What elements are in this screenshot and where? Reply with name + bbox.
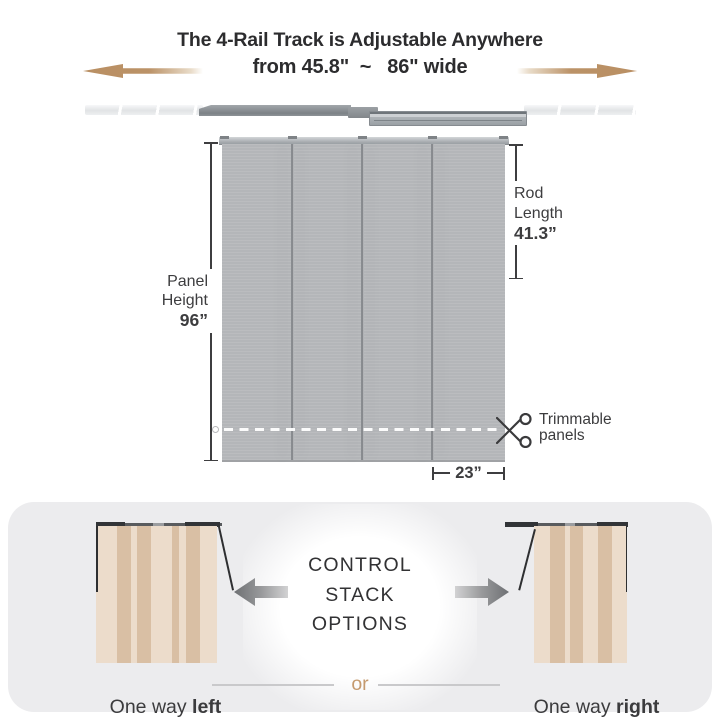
left-direction-arrow-icon bbox=[234, 578, 288, 606]
one-way-right-label: One way right bbox=[512, 673, 660, 720]
trim-dashed-line bbox=[224, 428, 503, 431]
heading-line1: CONTROL bbox=[308, 554, 412, 576]
dim-line-segment bbox=[210, 333, 212, 460]
heading-line3: OPTIONS bbox=[311, 613, 409, 635]
title-line-2: from 45.8" ~ 86" wide bbox=[252, 56, 468, 78]
dim-cap bbox=[508, 277, 523, 280]
label-divider-line-right bbox=[378, 684, 500, 686]
stack-carrier bbox=[96, 521, 125, 527]
panel-height-label-line1: Panel bbox=[167, 273, 208, 290]
one-way-right-emphasis: right bbox=[616, 696, 660, 718]
rod-length-label-line2: Length bbox=[514, 204, 563, 222]
control-stack-heading: CONTROL STACK OPTIONS bbox=[255, 551, 465, 640]
rail-tab bbox=[358, 136, 367, 139]
one-way-right-prefix: One way bbox=[533, 696, 617, 718]
stack-carrier bbox=[505, 521, 538, 527]
panel-height-label-line2: Height bbox=[161, 292, 208, 309]
panel-width-dimension: 23” bbox=[432, 463, 506, 482]
track-telescoping-rail bbox=[369, 111, 527, 126]
panel-height-label: Panel Height 96” bbox=[118, 272, 208, 330]
track-groove bbox=[374, 120, 522, 121]
fabric-panels bbox=[222, 144, 505, 462]
trimmable-label-line2: panels bbox=[539, 427, 585, 444]
rod-length-label-line1: Rod bbox=[514, 185, 544, 202]
panel-divider bbox=[290, 144, 294, 460]
dim-line-segment bbox=[210, 143, 212, 269]
trimmable-panels-label: Trimmable panels bbox=[539, 412, 612, 444]
dim-line-segment bbox=[515, 145, 517, 181]
panel-divider bbox=[360, 144, 364, 460]
panel-divider bbox=[430, 144, 434, 460]
rail-tab bbox=[499, 136, 508, 139]
dim-cap bbox=[503, 466, 506, 480]
dim-cap bbox=[203, 459, 218, 462]
heading-line2: STACK bbox=[325, 583, 395, 606]
one-way-left-label: One way left bbox=[88, 673, 222, 720]
dim-cap bbox=[432, 466, 434, 480]
expand-left-arrow-icon bbox=[83, 64, 203, 78]
stack-edge-line bbox=[96, 526, 98, 592]
rail-tab bbox=[428, 136, 437, 139]
one-way-left-prefix: One way bbox=[109, 696, 193, 718]
trim-line-start-marker bbox=[212, 426, 219, 433]
scissors-icon bbox=[496, 413, 532, 448]
trimmable-label-line1: Trimmable bbox=[539, 411, 612, 428]
heading-glow bbox=[243, 504, 477, 710]
stack-carrier-tab bbox=[153, 522, 164, 526]
stacked-panels bbox=[534, 526, 627, 663]
panel-height-value: 96” bbox=[179, 310, 208, 330]
stack-carrier-tab bbox=[565, 522, 575, 526]
stack-edge-line bbox=[625, 526, 628, 592]
dim-cap bbox=[508, 144, 523, 146]
stacked-panels bbox=[96, 526, 217, 663]
dim-line-segment bbox=[515, 245, 517, 278]
track-inner-rail-dark bbox=[199, 105, 351, 116]
track-connector bbox=[348, 107, 378, 118]
stack-carrier bbox=[597, 521, 628, 527]
panel-width-value: 23” bbox=[455, 463, 482, 482]
rail-tab bbox=[220, 136, 229, 139]
one-way-left-emphasis: left bbox=[192, 696, 222, 718]
rod-length-label: Rod Length 41.3” bbox=[514, 184, 563, 244]
track-outer-rail-right bbox=[524, 105, 636, 115]
rail-tab bbox=[288, 136, 297, 139]
track-outer-rail-left bbox=[85, 105, 203, 115]
title-line-1: The 4-Rail Track is Adjustable Anywhere bbox=[177, 29, 543, 51]
or-label: or bbox=[351, 673, 369, 695]
right-direction-arrow-icon bbox=[455, 578, 509, 606]
dim-line-segment bbox=[434, 472, 451, 474]
stack-carrier bbox=[185, 521, 220, 527]
rod-length-value: 41.3” bbox=[514, 223, 557, 243]
expand-right-arrow-icon bbox=[517, 64, 637, 78]
dim-line-segment bbox=[486, 472, 504, 474]
label-divider-line-left bbox=[212, 684, 334, 686]
